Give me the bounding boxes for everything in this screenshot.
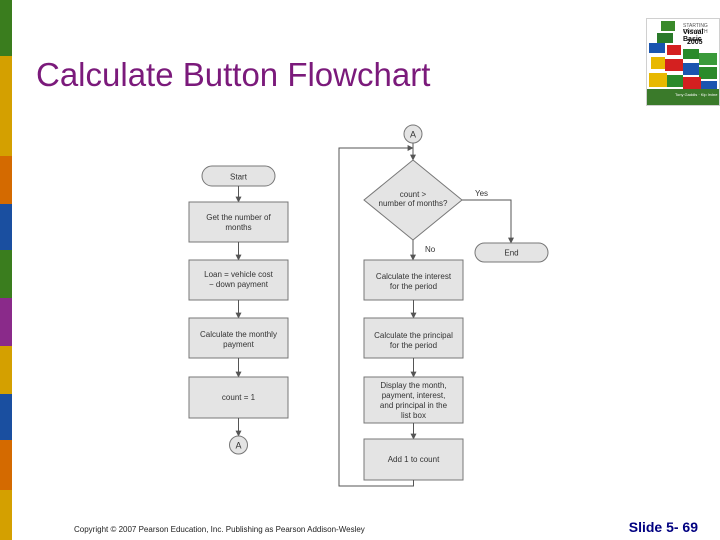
end-terminal [474,242,549,263]
connector-a-left [229,435,248,455]
loan-label-l1: Loan = vehicle cost [204,270,273,279]
monthly-label-l2: payment [223,340,254,349]
monthly-label-l1: Calculate the monthly [200,330,277,339]
display-label-l2: payment, interest, [382,391,446,400]
yes-label: Yes [475,189,488,198]
principal-label-l2: for the period [390,341,437,350]
display-label-l1: Display the month, [380,381,446,390]
stripe-segment [0,106,12,156]
book-authors: Tony Gaddis · Kip Irvine [675,92,718,97]
start-label: Start [230,173,248,182]
book-product-line1: Visual Basic [683,29,704,43]
connector-a-right-label: A [410,130,416,140]
monthly-payment-box [188,317,289,359]
count-init-label: count = 1 [222,393,256,402]
interest-label-l1: Calculate the interest [376,272,452,281]
principal-label-l1: Calculate the principal [374,331,453,340]
interest-label-l2: for the period [390,282,437,291]
decision-label-l1: count > [400,190,427,199]
slide-title: Calculate Button Flowchart [36,56,431,93]
get-months-box [188,201,289,243]
end-label: End [504,249,518,258]
principal-box [363,317,464,359]
no-label: No [425,245,436,254]
stripe-segment [0,204,12,250]
copyright-footer: Copyright © 2007 Pearson Education, Inc.… [74,525,365,534]
stripe-segment [0,298,12,346]
get-months-label-l2: months [225,223,251,232]
stripe-segment [0,0,12,56]
stripe-segment [0,156,12,204]
display-label-l3: and principal in the [380,401,448,410]
display-box [363,376,464,424]
lego-bricks-image [649,21,717,89]
arrow-loop-back [338,145,414,487]
arrow-yes-to-end [462,199,514,244]
book-series-text: STARTING OUT WITH [683,23,708,35]
get-months-label-l1: Get the number of [206,213,271,222]
add-count-label: Add 1 to count [388,455,440,464]
book-cover-logo: STARTING OUT WITH Visual Basic 2005 Tony… [646,18,720,106]
loan-label-l2: − down payment [209,280,269,289]
stripe-segment [0,490,12,540]
book-product-line2: 2005 [687,39,703,46]
stripe-segment [0,394,12,440]
stripe-segment [0,346,12,394]
stripe-segment [0,56,12,106]
add-count-box [363,438,464,481]
book-author-band [647,89,719,105]
count-init-box [188,376,289,419]
decision-label-l2: number of months? [379,199,448,208]
stripe-segment [0,440,12,490]
stripe-segment [0,250,12,298]
slide-number: Slide 5- 69 [628,519,698,535]
display-label-l4: list box [401,411,426,420]
connector-a-left-label: A [235,441,241,451]
decorative-stripe [0,0,12,540]
loan-box [188,259,289,301]
